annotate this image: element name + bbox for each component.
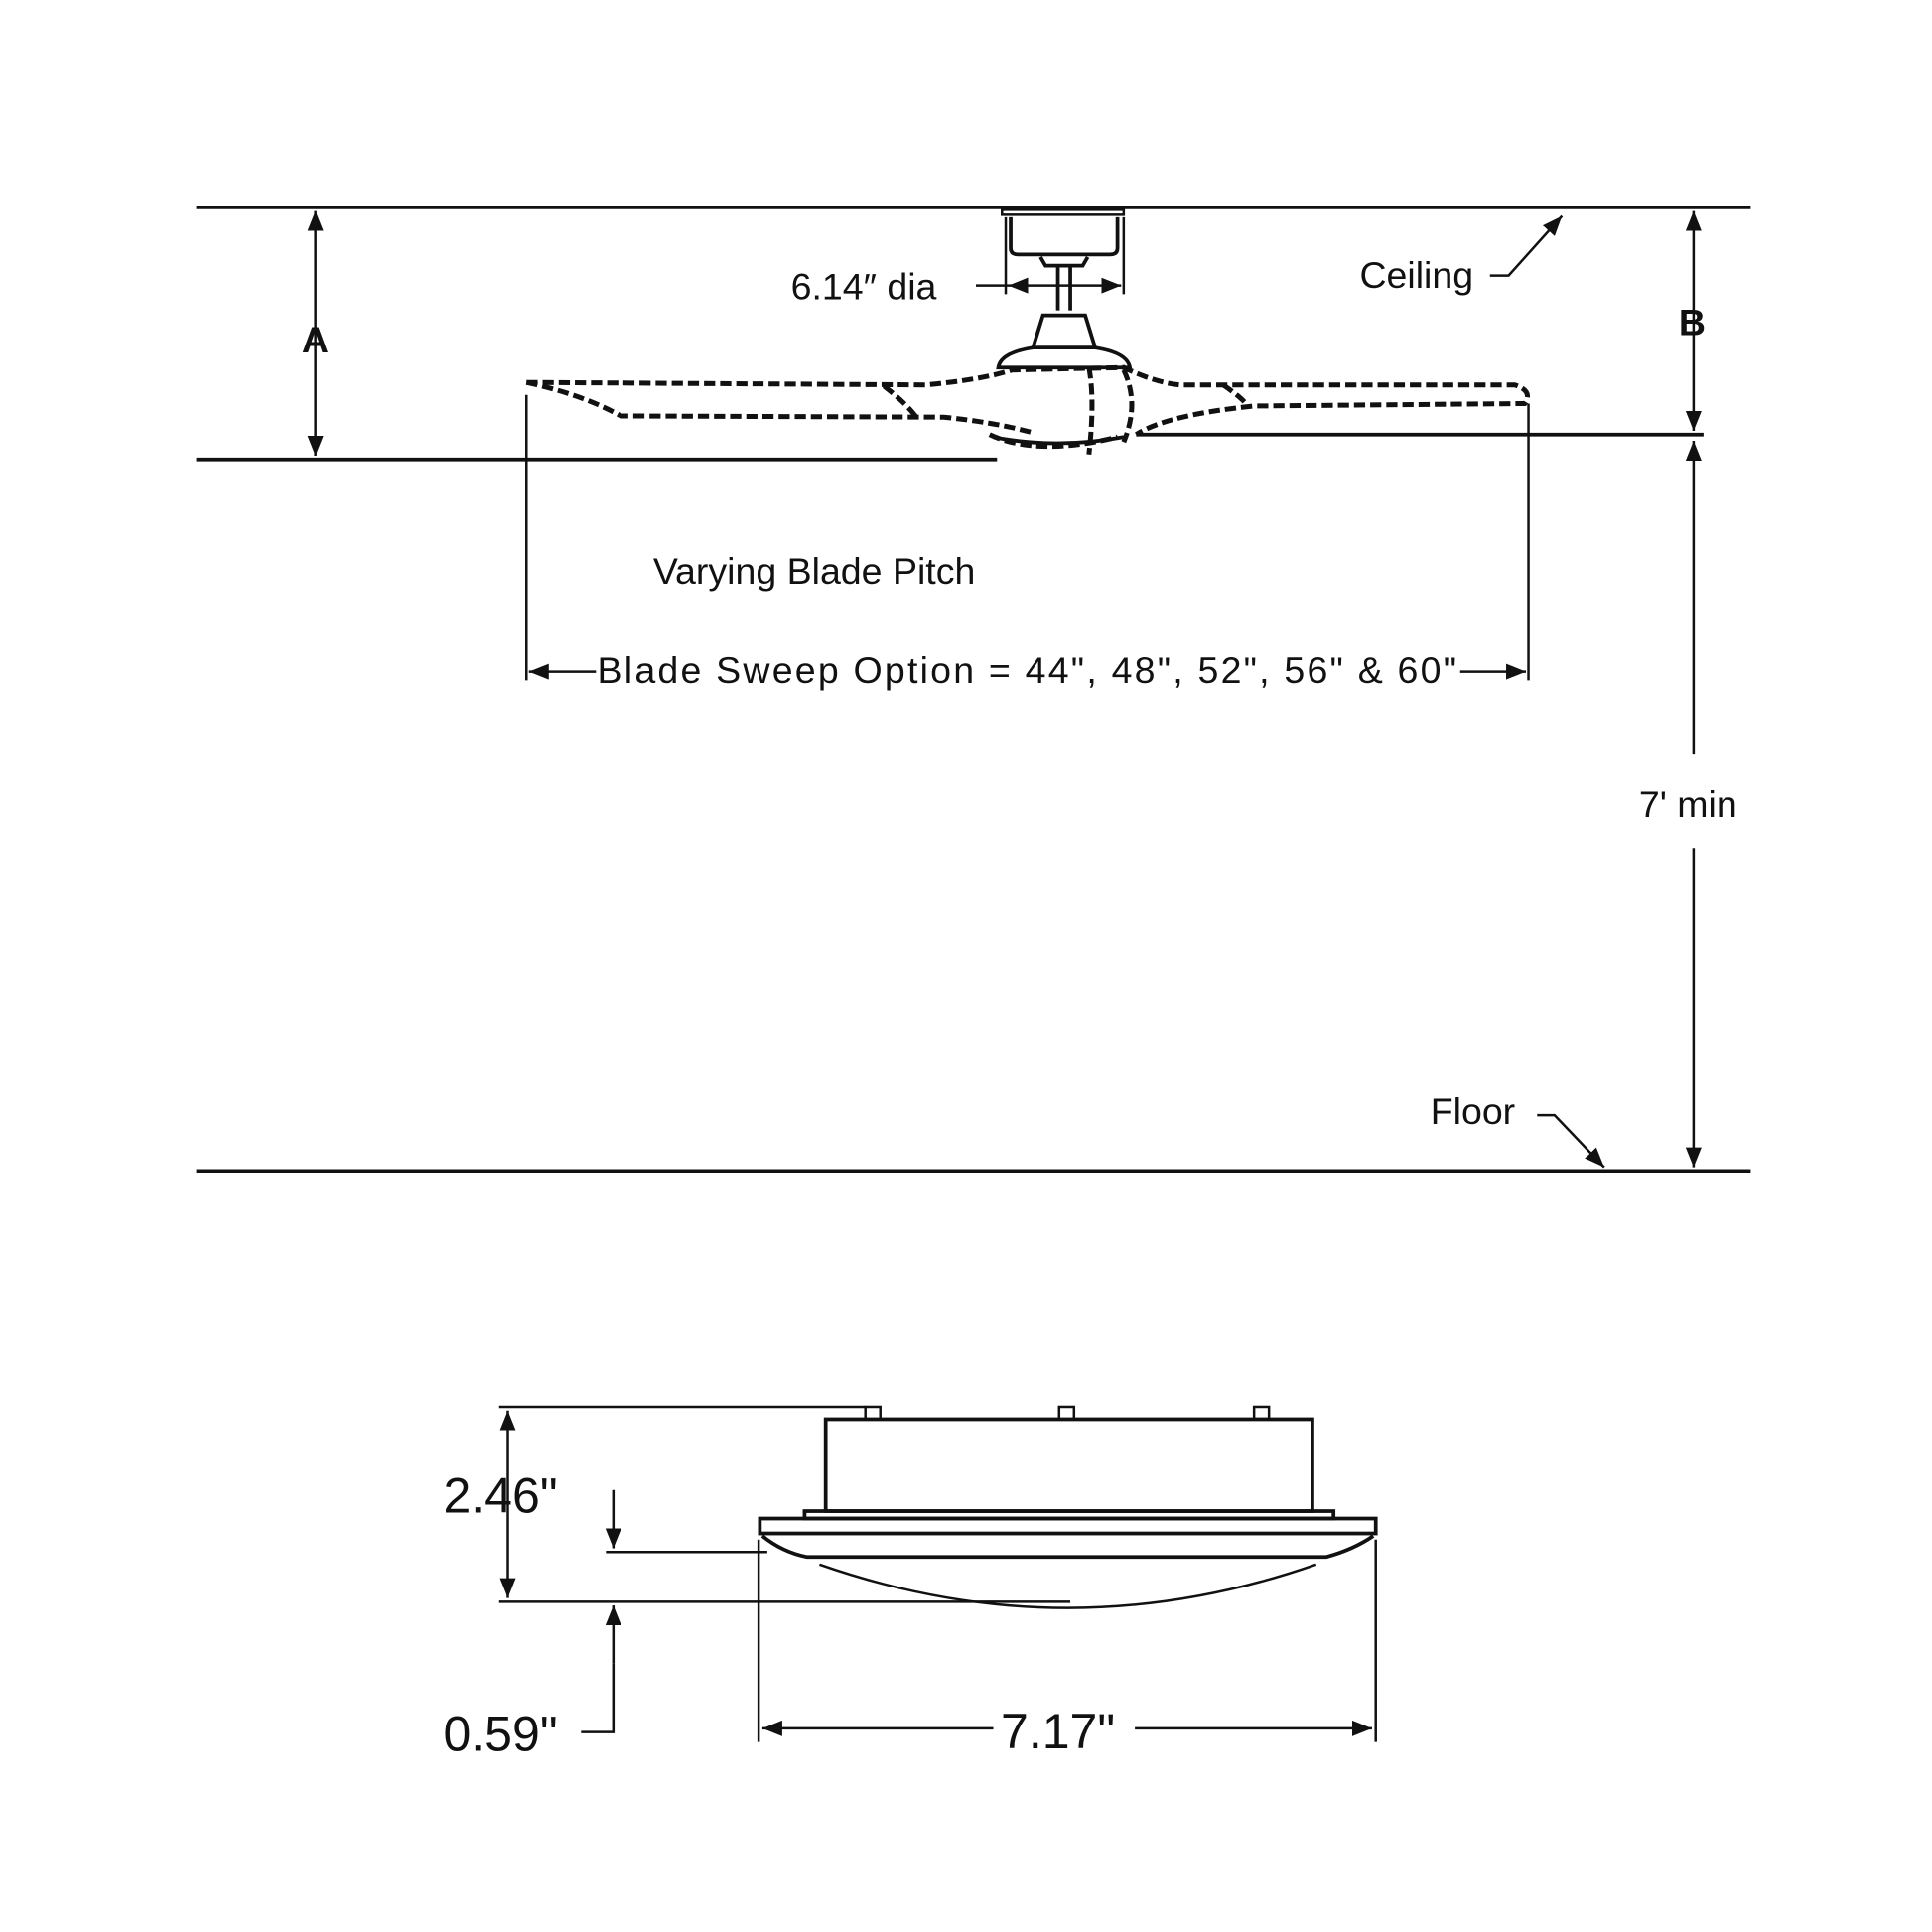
- ceiling-leader: [1489, 214, 1564, 277]
- ceiling-label: Ceiling: [1359, 254, 1473, 296]
- fan-drawing: [525, 208, 1530, 456]
- floor-label: Floor: [1431, 1090, 1515, 1132]
- lens-depth-label: 0.59": [443, 1706, 557, 1761]
- blade-pitch-note: Varying Blade Pitch: [653, 550, 975, 592]
- lens-arrow-bottom: [581, 1663, 616, 1733]
- height-label: 2.46": [443, 1467, 557, 1523]
- canopy-diameter-label: 6.14″ dia: [791, 265, 937, 307]
- label-a: A: [302, 319, 329, 360]
- floor-leader: [1537, 1113, 1605, 1169]
- blade-sweep-label: Blade Sweep Option = 44", 48", 52", 56" …: [598, 649, 1456, 691]
- light-kit-drawing: [758, 1405, 1378, 1609]
- width-label: 7.17": [1001, 1704, 1115, 1759]
- min-height-label: 7' min: [1639, 783, 1737, 825]
- label-b: B: [1679, 302, 1706, 344]
